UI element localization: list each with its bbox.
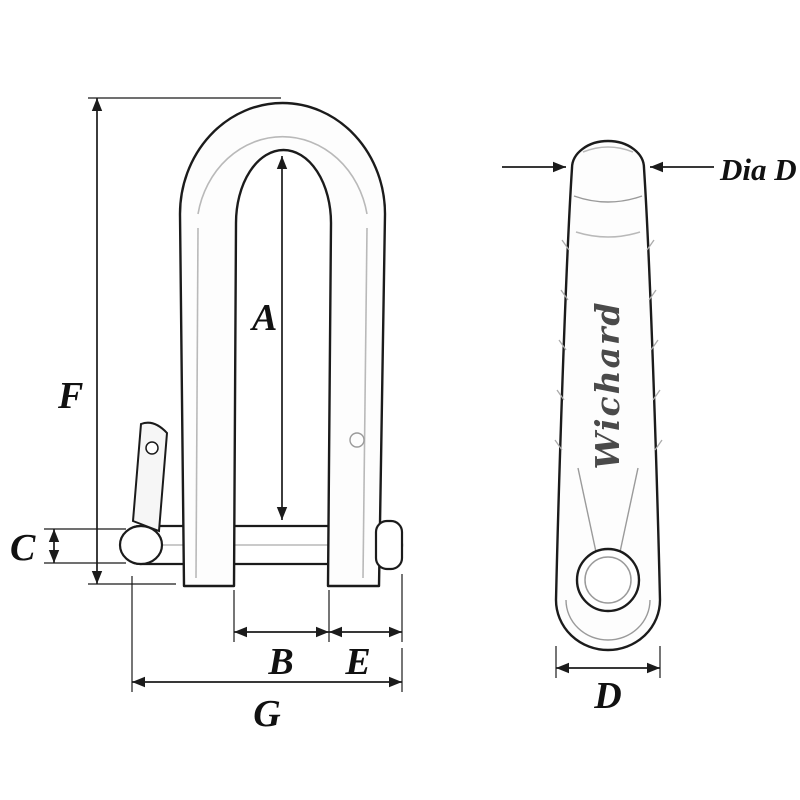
dimension-label-D: D xyxy=(593,675,621,717)
dimension-label-B: B xyxy=(267,641,293,683)
dimension-D: D xyxy=(555,646,661,717)
front-view xyxy=(118,101,404,588)
pin-hole-inner xyxy=(584,556,632,604)
bow-top-highlight xyxy=(197,135,368,215)
dimension-label-C: C xyxy=(10,527,36,569)
dimension-label-E: E xyxy=(344,641,370,683)
clevis-line-right xyxy=(619,467,639,553)
cap-joint-line xyxy=(573,195,643,203)
cap-joint-line-2 xyxy=(575,231,641,238)
key-pin-tab-hole xyxy=(145,441,159,455)
stamp-mark-circle xyxy=(349,432,365,448)
pin-head-stub xyxy=(374,519,404,571)
right-leg-highlight xyxy=(362,227,368,579)
dimension-DiaD: Dia D xyxy=(502,152,797,187)
dimension-label-A: A xyxy=(250,297,277,339)
brand-logo-text: Wichard xyxy=(588,301,627,470)
pin-hole-outer xyxy=(575,547,641,613)
dimension-label-G: G xyxy=(253,693,281,735)
dimension-A: A xyxy=(250,156,288,520)
dimension-G: G xyxy=(131,576,403,735)
cap-highlight xyxy=(582,146,634,153)
key-pin-tab xyxy=(131,421,169,533)
clevis-line-left xyxy=(577,467,597,553)
side-view: Wichard xyxy=(554,139,663,652)
dimension-label-DiaD: Dia D xyxy=(719,152,797,187)
knurl-ticks xyxy=(554,239,663,451)
shackle-bow xyxy=(178,101,387,588)
dimension-E: E xyxy=(329,574,403,683)
dimension-F: F xyxy=(57,97,281,585)
dimension-C: C xyxy=(10,527,126,569)
side-dimensions: Dia D D xyxy=(502,152,797,717)
front-dimensions: F A C B E xyxy=(10,97,403,735)
left-leg-highlight xyxy=(195,227,199,579)
side-body xyxy=(554,139,662,652)
dimension-B: B xyxy=(233,590,330,683)
bottom-inner-arc xyxy=(565,599,651,641)
pin-end-knob xyxy=(118,524,164,566)
dimension-label-F: F xyxy=(57,375,83,417)
